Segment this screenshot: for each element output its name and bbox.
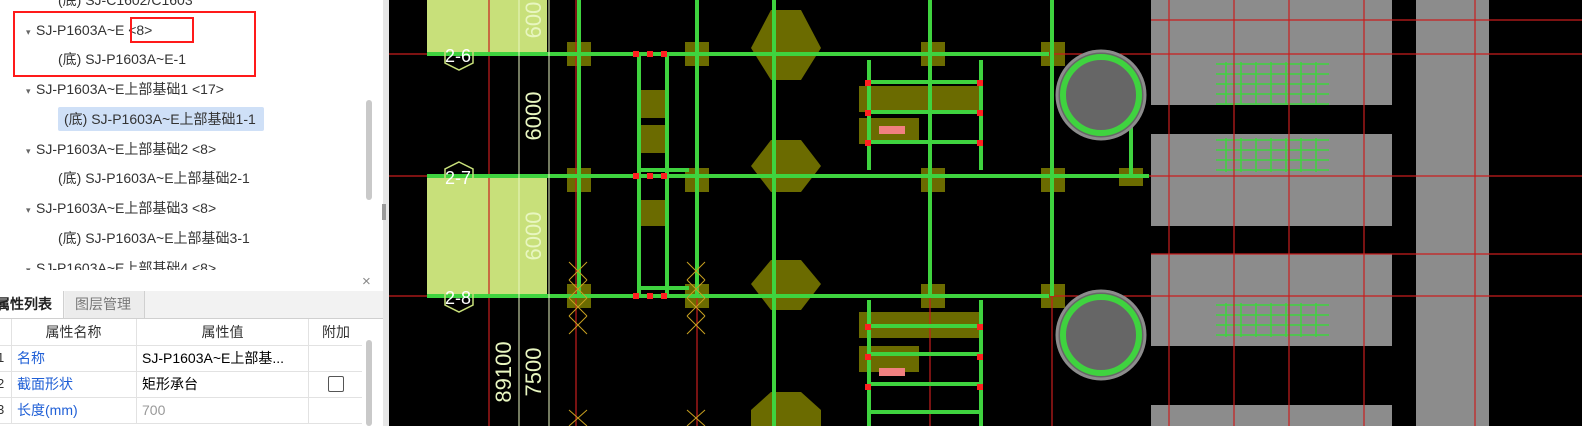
property-name: 长度(mm) bbox=[11, 397, 135, 423]
tree-item[interactable]: (底) SJ-P1603A~E上部基础2-1 bbox=[58, 166, 250, 190]
row-index: 2 bbox=[0, 376, 5, 391]
table-row[interactable]: 2 截面形状 矩形承台 bbox=[0, 371, 362, 398]
foundation-pads bbox=[567, 10, 1143, 426]
rebar-mesh bbox=[1216, 62, 1329, 337]
tree-item-label: SJ-P1603A~E上部基础3 <8> bbox=[36, 200, 217, 216]
tree-item-label: SJ-P1603A~E上部基础2 <8> bbox=[36, 141, 217, 157]
property-value[interactable]: 700 bbox=[136, 397, 308, 423]
dimension-lines bbox=[518, 0, 550, 426]
tree-item-label: SJ-P1603A~E上部基础1 <17> bbox=[36, 81, 224, 97]
collapse-arrow-icon[interactable] bbox=[382, 204, 386, 220]
column-header-value: 属性值 bbox=[136, 319, 308, 345]
tree-item-label: (底) SJ-P1603A~E上部基础3-1 bbox=[58, 230, 250, 246]
dimension-text: 6000 bbox=[521, 92, 546, 141]
axis-label: 2-7 bbox=[445, 168, 471, 188]
tab-properties[interactable]: 属性列表 bbox=[0, 291, 64, 318]
tree-item-label: (底) SJ-C1602/C1603 bbox=[58, 0, 193, 8]
caret-down-icon[interactable]: ▾ bbox=[26, 265, 31, 270]
panel-splitter[interactable] bbox=[383, 0, 389, 426]
property-extra bbox=[308, 397, 363, 423]
column-header-name: 属性名称 bbox=[11, 319, 135, 345]
tree-item-group[interactable]: ▾ SJ-P1603A~E上部基础1 <17> bbox=[26, 77, 224, 101]
caret-down-icon[interactable]: ▾ bbox=[26, 146, 31, 156]
caret-down-icon[interactable]: ▾ bbox=[26, 86, 31, 96]
dimension-text: 6000 bbox=[521, 212, 546, 261]
rebar-markers bbox=[633, 51, 983, 390]
property-name: 截面形状 bbox=[11, 371, 135, 397]
dimension-text: 7500 bbox=[521, 348, 546, 397]
row-index: 1 bbox=[0, 350, 5, 365]
highlight-box bbox=[13, 11, 256, 77]
tree-item[interactable]: (底) SJ-C1602/C1603 bbox=[58, 0, 193, 12]
slab-block bbox=[487, 0, 547, 54]
round-columns bbox=[1055, 49, 1147, 381]
caret-down-icon[interactable]: ▾ bbox=[26, 205, 31, 215]
grey-block bbox=[1151, 405, 1392, 426]
tree-item-label: (底) SJ-P1603A~E上部基础2-1 bbox=[58, 170, 250, 186]
tree-item-label: SJ-P1603A~E <8> bbox=[36, 22, 153, 38]
embedded-part bbox=[879, 126, 905, 376]
axis-label: 2-6 bbox=[445, 46, 471, 66]
left-panel: (底) SJ-C1602/C1603 ▾ SJ-P1603A~E <8> (底) … bbox=[0, 0, 383, 426]
dimension-text: 89100 bbox=[491, 341, 516, 402]
slab-block bbox=[487, 176, 547, 296]
dimension-labels: 600 6000 6000 7500 89100 bbox=[491, 2, 546, 403]
tree-scrollbar[interactable] bbox=[366, 100, 372, 200]
property-scrollbar[interactable] bbox=[366, 340, 372, 426]
table-row[interactable]: 1 名称 SJ-P1603A~E上部基... bbox=[0, 345, 362, 372]
property-value[interactable]: 矩形承台 bbox=[136, 371, 308, 397]
tree-item[interactable]: (底) SJ-P1603A~E-1 bbox=[58, 47, 186, 71]
tree-item-label: (底) SJ-P1603A~E-1 bbox=[58, 51, 186, 67]
axis-marker-hexagon bbox=[444, 161, 474, 193]
tree-item-group[interactable]: ▾ SJ-P1603A~E上部基础3 <8> bbox=[26, 196, 216, 220]
tree-item-selected[interactable]: (底) SJ-P1603A~E上部基础1-1 bbox=[58, 107, 264, 131]
axis-label: 2-8 bbox=[445, 288, 471, 308]
row-index: 3 bbox=[0, 402, 5, 417]
grey-block bbox=[1416, 0, 1489, 426]
property-name: 名称 bbox=[11, 345, 135, 371]
component-tree: (底) SJ-C1602/C1603 ▾ SJ-P1603A~E <8> (底) … bbox=[0, 0, 362, 270]
tree-item[interactable]: (底) SJ-P1603A~E上部基础3-1 bbox=[58, 226, 250, 250]
axis-marker-hexagon bbox=[444, 39, 474, 71]
cad-canvas[interactable]: 2-6 2-7 2-8 600 6000 6000 7500 89100 bbox=[389, 0, 1582, 426]
column-header-extra: 附加 bbox=[308, 319, 363, 345]
property-value[interactable]: SJ-P1603A~E上部基... bbox=[136, 345, 308, 371]
caret-down-icon[interactable]: ▾ bbox=[26, 27, 31, 37]
tree-item-label: (底) SJ-P1603A~E上部基础1-1 bbox=[64, 111, 256, 127]
hatch-marks bbox=[568, 261, 706, 426]
axis-marker-hexagon bbox=[444, 281, 474, 313]
tab-layers[interactable]: 图层管理 bbox=[65, 291, 145, 318]
property-extra bbox=[308, 371, 363, 397]
slab-block bbox=[427, 0, 487, 54]
axis-markers: 2-6 2-7 2-8 bbox=[444, 39, 474, 313]
property-extra bbox=[308, 345, 363, 371]
table-row[interactable]: 3 长度(mm) 700 bbox=[0, 397, 362, 424]
cad-drawing: 2-6 2-7 2-8 600 6000 6000 7500 89100 bbox=[389, 0, 1582, 426]
panel-tabs: 属性列表 图层管理 bbox=[0, 291, 383, 319]
table-header: 属性名称 属性值 附加 bbox=[0, 319, 362, 346]
tree-item-label: SJ-P1603A~E上部基础4 <8> bbox=[36, 260, 217, 270]
close-icon[interactable]: × bbox=[362, 273, 371, 290]
index-header bbox=[0, 319, 10, 345]
extra-checkbox[interactable] bbox=[328, 376, 344, 392]
dimension-text: 600 bbox=[521, 2, 546, 39]
tree-item-group[interactable]: ▾ SJ-P1603A~E <8> bbox=[26, 18, 152, 42]
slab-block bbox=[427, 176, 487, 296]
highlight-box-count bbox=[130, 17, 194, 43]
tree-item-group[interactable]: ▾ SJ-P1603A~E上部基础2 <8> bbox=[26, 137, 216, 161]
tree-item-group[interactable]: ▾ SJ-P1603A~E上部基础4 <8> bbox=[26, 256, 216, 270]
